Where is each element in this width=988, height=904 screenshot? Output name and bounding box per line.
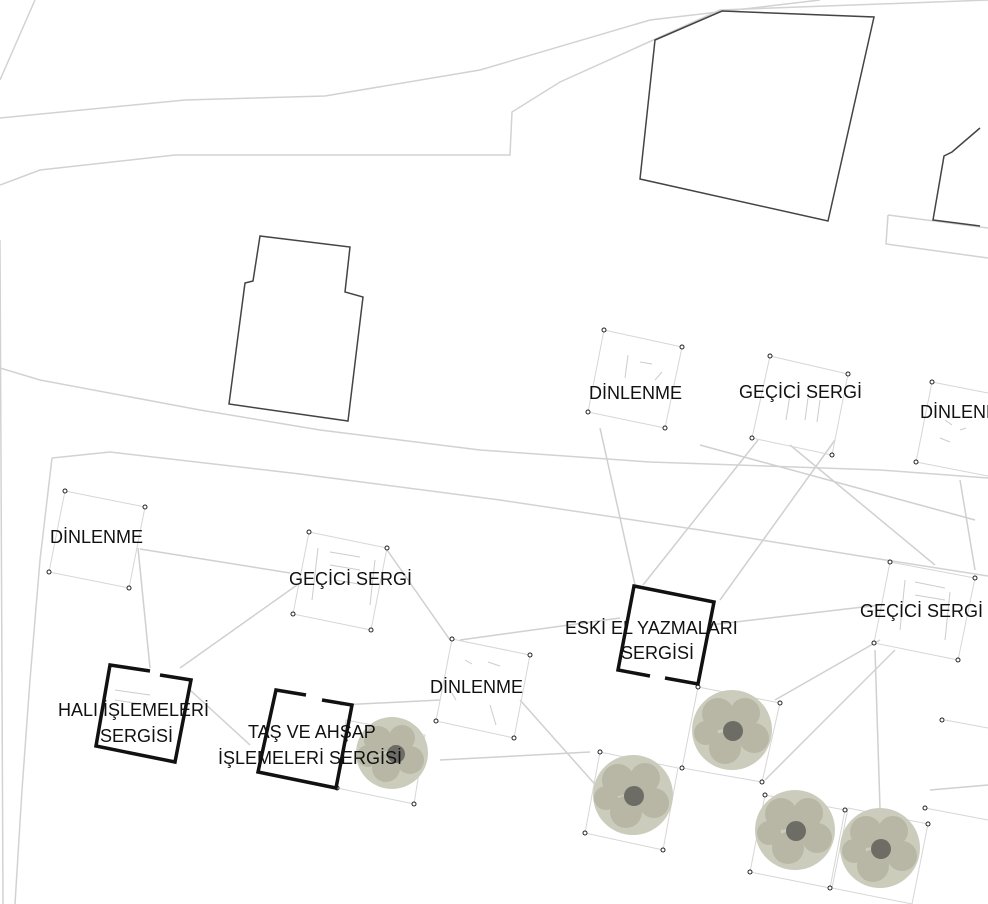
- pavilion-carpet: [93, 663, 194, 765]
- label-stone-line2: İŞLEMELERİ SERGİSİ: [218, 748, 402, 768]
- tree-4-icon: [755, 790, 835, 870]
- building-b: [639, 10, 875, 222]
- label-rest-left: DİNLENME: [50, 527, 143, 547]
- module-furniture: [114, 354, 967, 726]
- module-temp-top: [751, 355, 849, 456]
- label-temp-right: GEÇİCİ SERGİ: [860, 601, 983, 621]
- building-c: [932, 127, 981, 227]
- circulation-lines: [137, 427, 988, 809]
- building-a: [228, 235, 364, 422]
- pavilion-modules: [48, 329, 988, 904]
- label-manuscript-line2: SERGİSİ: [621, 643, 694, 663]
- label-rest-mid: DİNLENME: [430, 677, 523, 697]
- tree-2-icon: [593, 755, 673, 835]
- buildings: [228, 10, 981, 422]
- trees: [356, 690, 920, 888]
- exhibition-pavilions: [93, 583, 717, 791]
- module-corner-points: [46, 327, 978, 891]
- label-rest-right: DİNLENME: [920, 402, 988, 422]
- label-temp-top: GEÇİCİ SERGİ: [739, 382, 862, 402]
- tree-5-icon: [840, 808, 920, 888]
- label-temp-mid: GEÇİCİ SERGİ: [289, 569, 412, 589]
- module-right-edge: [924, 719, 988, 821]
- label-carpet-line1: HALI İŞLEMELERİ: [58, 700, 209, 720]
- zone-labels: DİNLENME GEÇİCİ SERGİ DİNLENME DİNLENME …: [50, 382, 988, 768]
- label-manuscript-line1: ESKİ EL YAZMALARI: [565, 618, 738, 638]
- module-rest-right: [915, 381, 988, 477]
- module-rest-top: [587, 329, 683, 429]
- label-carpet-line2: SERGİSİ: [100, 726, 173, 746]
- tree-3-icon: [692, 690, 772, 770]
- pavilion-manuscript: [615, 583, 717, 687]
- label-stone-line1: TAŞ VE AHŞAP: [248, 722, 376, 742]
- tree-1-icon: [356, 717, 428, 789]
- label-rest-top: DİNLENME: [589, 383, 682, 403]
- pavilion-stone-wood: [255, 688, 355, 791]
